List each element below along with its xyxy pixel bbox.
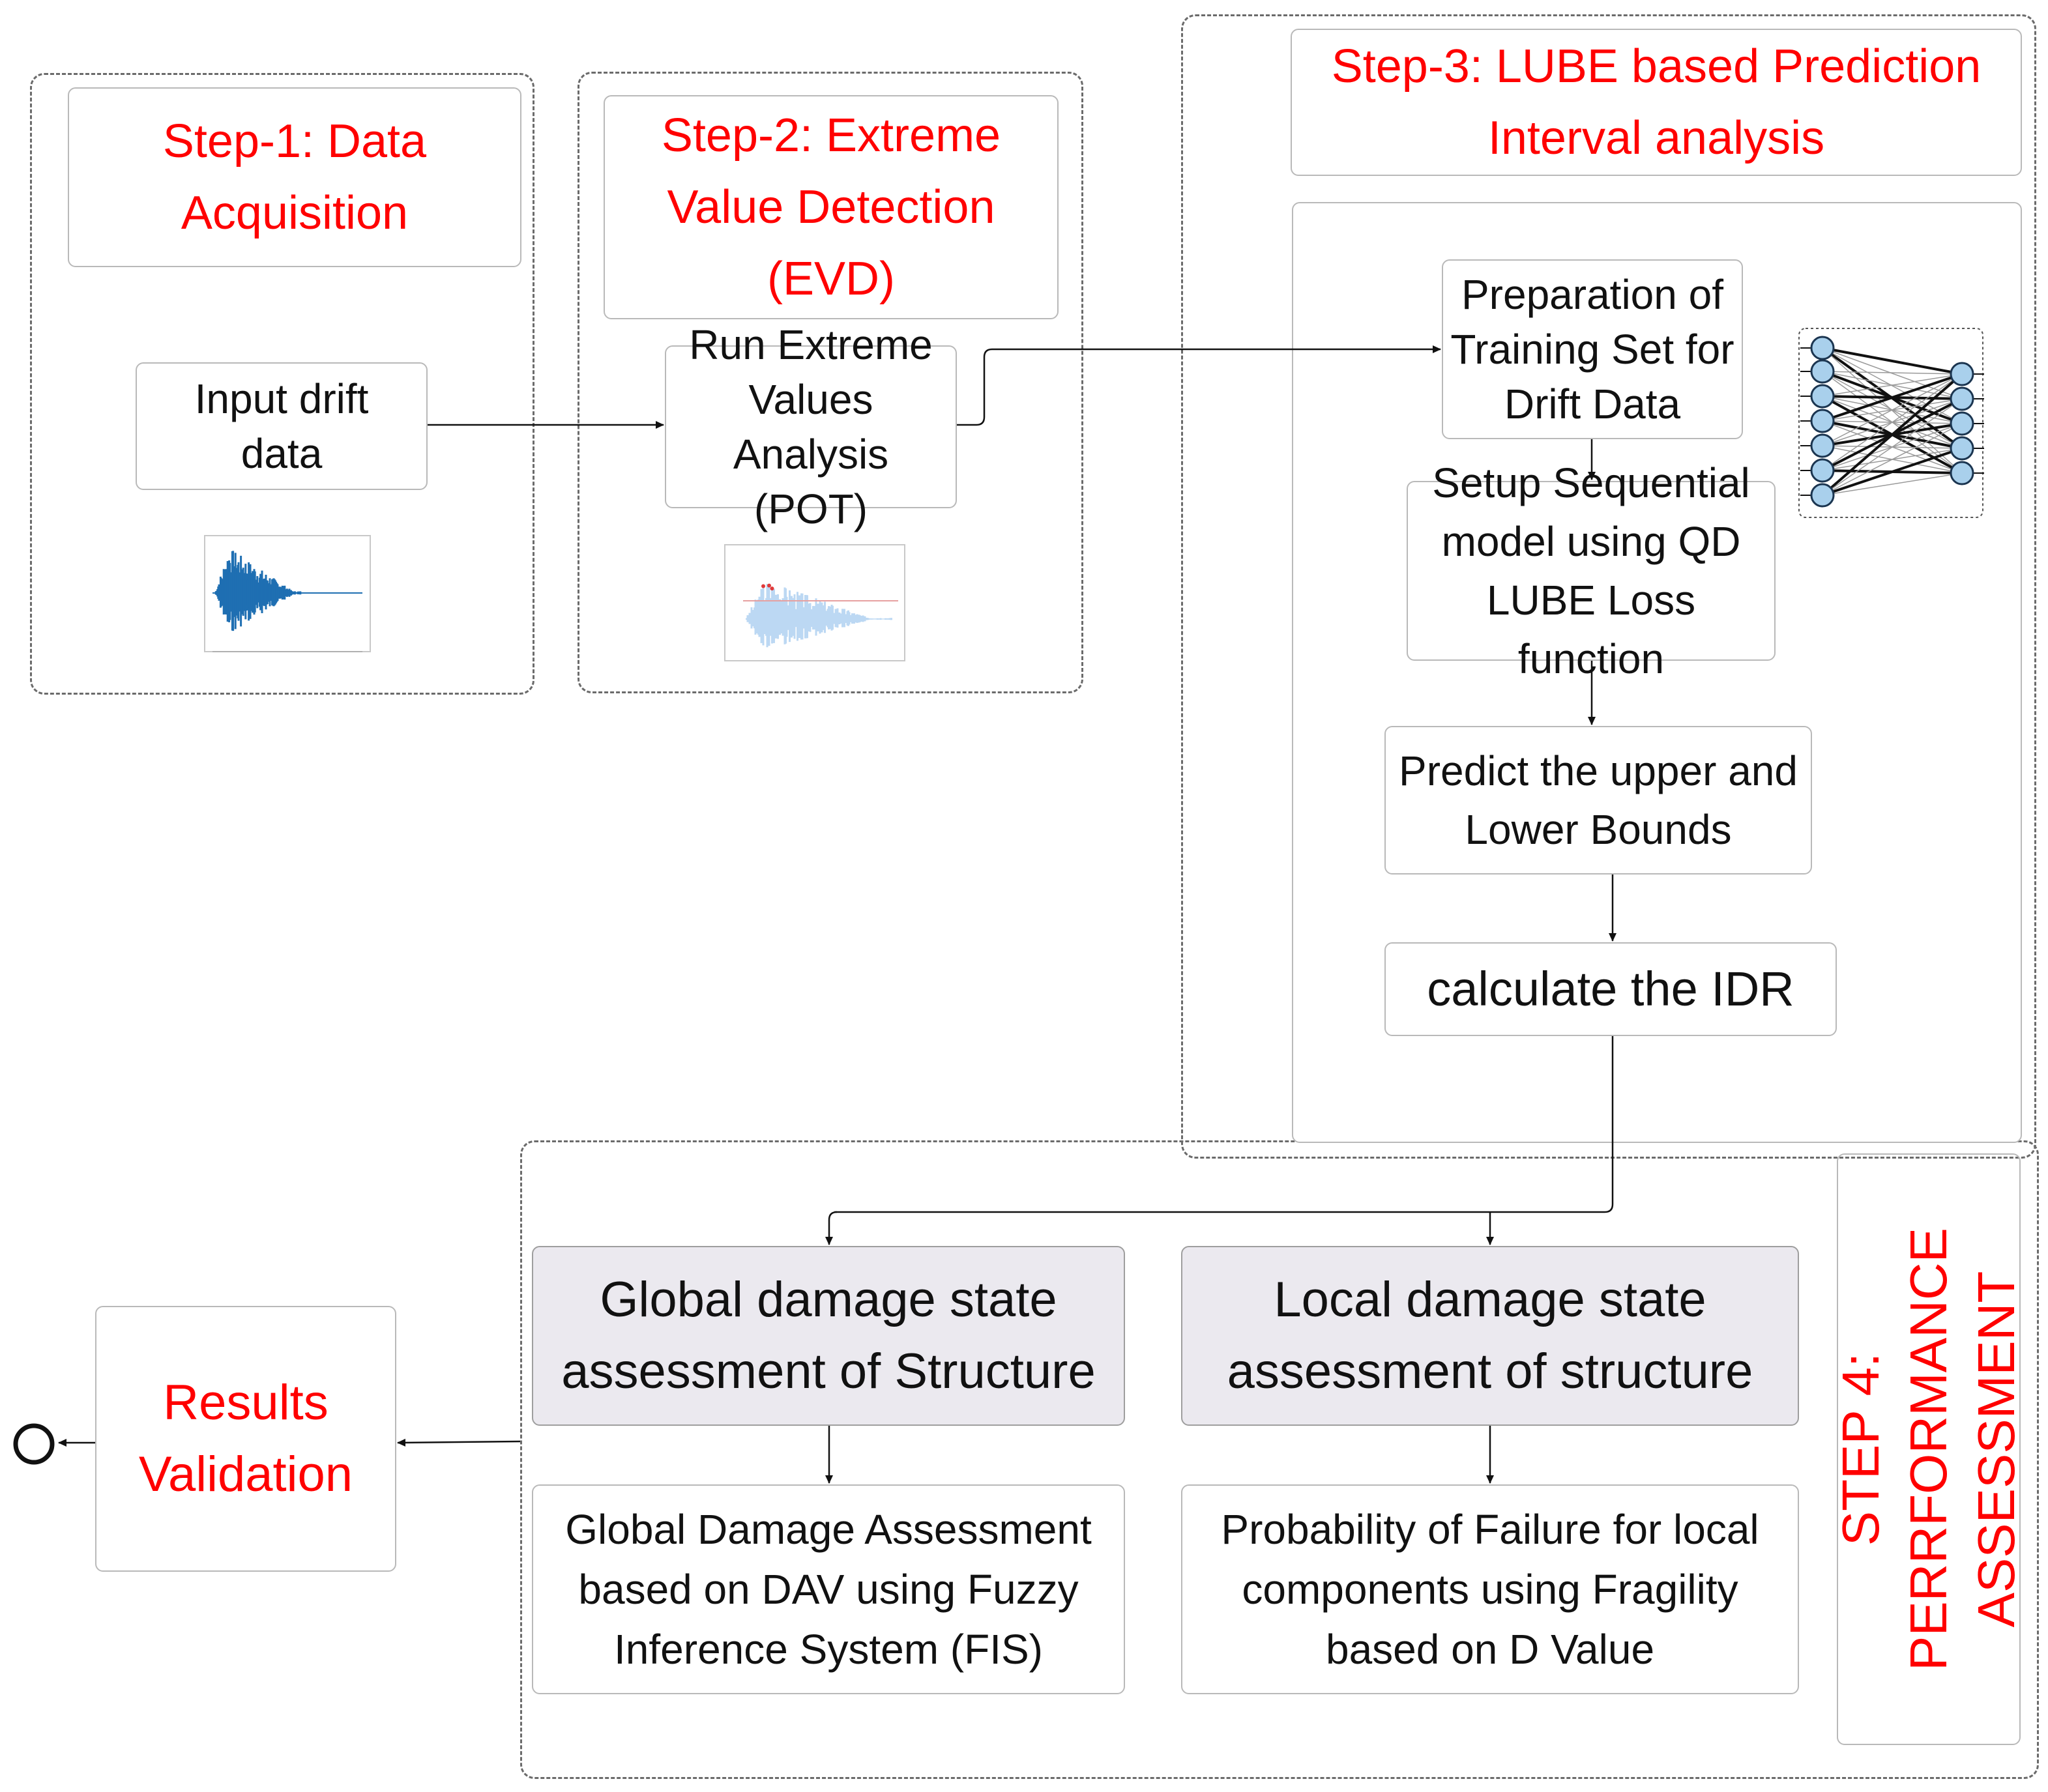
run-extreme-values-box: Run Extreme Values Analysis (POT) [665,321,957,532]
setup-sequential-model-box: Setup Sequential model using QD LUBE Los… [1407,459,1776,682]
predict-bounds-text: Predict the upper and Lower Bounds [1399,747,1798,853]
step3-title-text: Step-3: LUBE based Prediction Interval a… [1331,40,1982,164]
results-validation-text: Results Validation [138,1375,353,1502]
step3-title: Step-3: LUBE based Prediction Interval a… [1291,29,2022,176]
local-damage-state-box: Local damage state assessment of structu… [1181,1246,1799,1426]
input-drift-data-box: Input drift data [136,362,428,490]
local-damage-assessment-box: Probability of Failure for local compone… [1181,1484,1799,1694]
global-damage-assessment-text: Global Damage Assessment based on DAV us… [565,1506,1092,1673]
step2-title-text: Step-2: Extreme Value Detection (EVD) [661,109,1001,305]
step4-title-box: STEP 4: PERRFORMANCE ASSESSMENT [1832,1153,2025,1745]
input-drift-data-text: Input drift data [194,375,369,477]
results-validation-box: Results Validation [95,1306,396,1572]
end-event-circle-icon [13,1423,55,1465]
local-damage-state-text: Local damage state assessment of structu… [1227,1272,1753,1399]
calculate-idr-text: calculate the IDR [1427,962,1794,1016]
arrow-step4-to-results [397,1438,521,1447]
run-extreme-values-text: Run Extreme Values Analysis (POT) [689,321,933,532]
step1-title-text: Step-1: Data Acquisition [162,115,427,239]
step2-title: Step-2: Extreme Value Detection (EVD) [604,95,1059,319]
global-damage-state-text: Global damage state assessment of Struct… [561,1272,1096,1399]
preparation-training-set-box: Preparation of Training Set for Drift Da… [1442,259,1743,439]
global-damage-state-box: Global damage state assessment of Struct… [532,1246,1125,1426]
setup-sequential-model-text: Setup Sequential model using QD LUBE Los… [1432,459,1750,682]
step1-title: Step-1: Data Acquisition [68,87,521,267]
step1-group [30,73,534,695]
global-damage-assessment-box: Global Damage Assessment based on DAV us… [532,1484,1125,1694]
step4-title-text: STEP 4: PERRFORMANCE ASSESSMENT [1832,1227,2025,1671]
local-damage-assessment-text: Probability of Failure for local compone… [1221,1506,1759,1673]
predict-bounds-box: Predict the upper and Lower Bounds [1384,726,1812,874]
calculate-idr-box: calculate the IDR [1384,942,1837,1036]
preparation-training-set-text: Preparation of Training Set for Drift Da… [1450,271,1734,427]
